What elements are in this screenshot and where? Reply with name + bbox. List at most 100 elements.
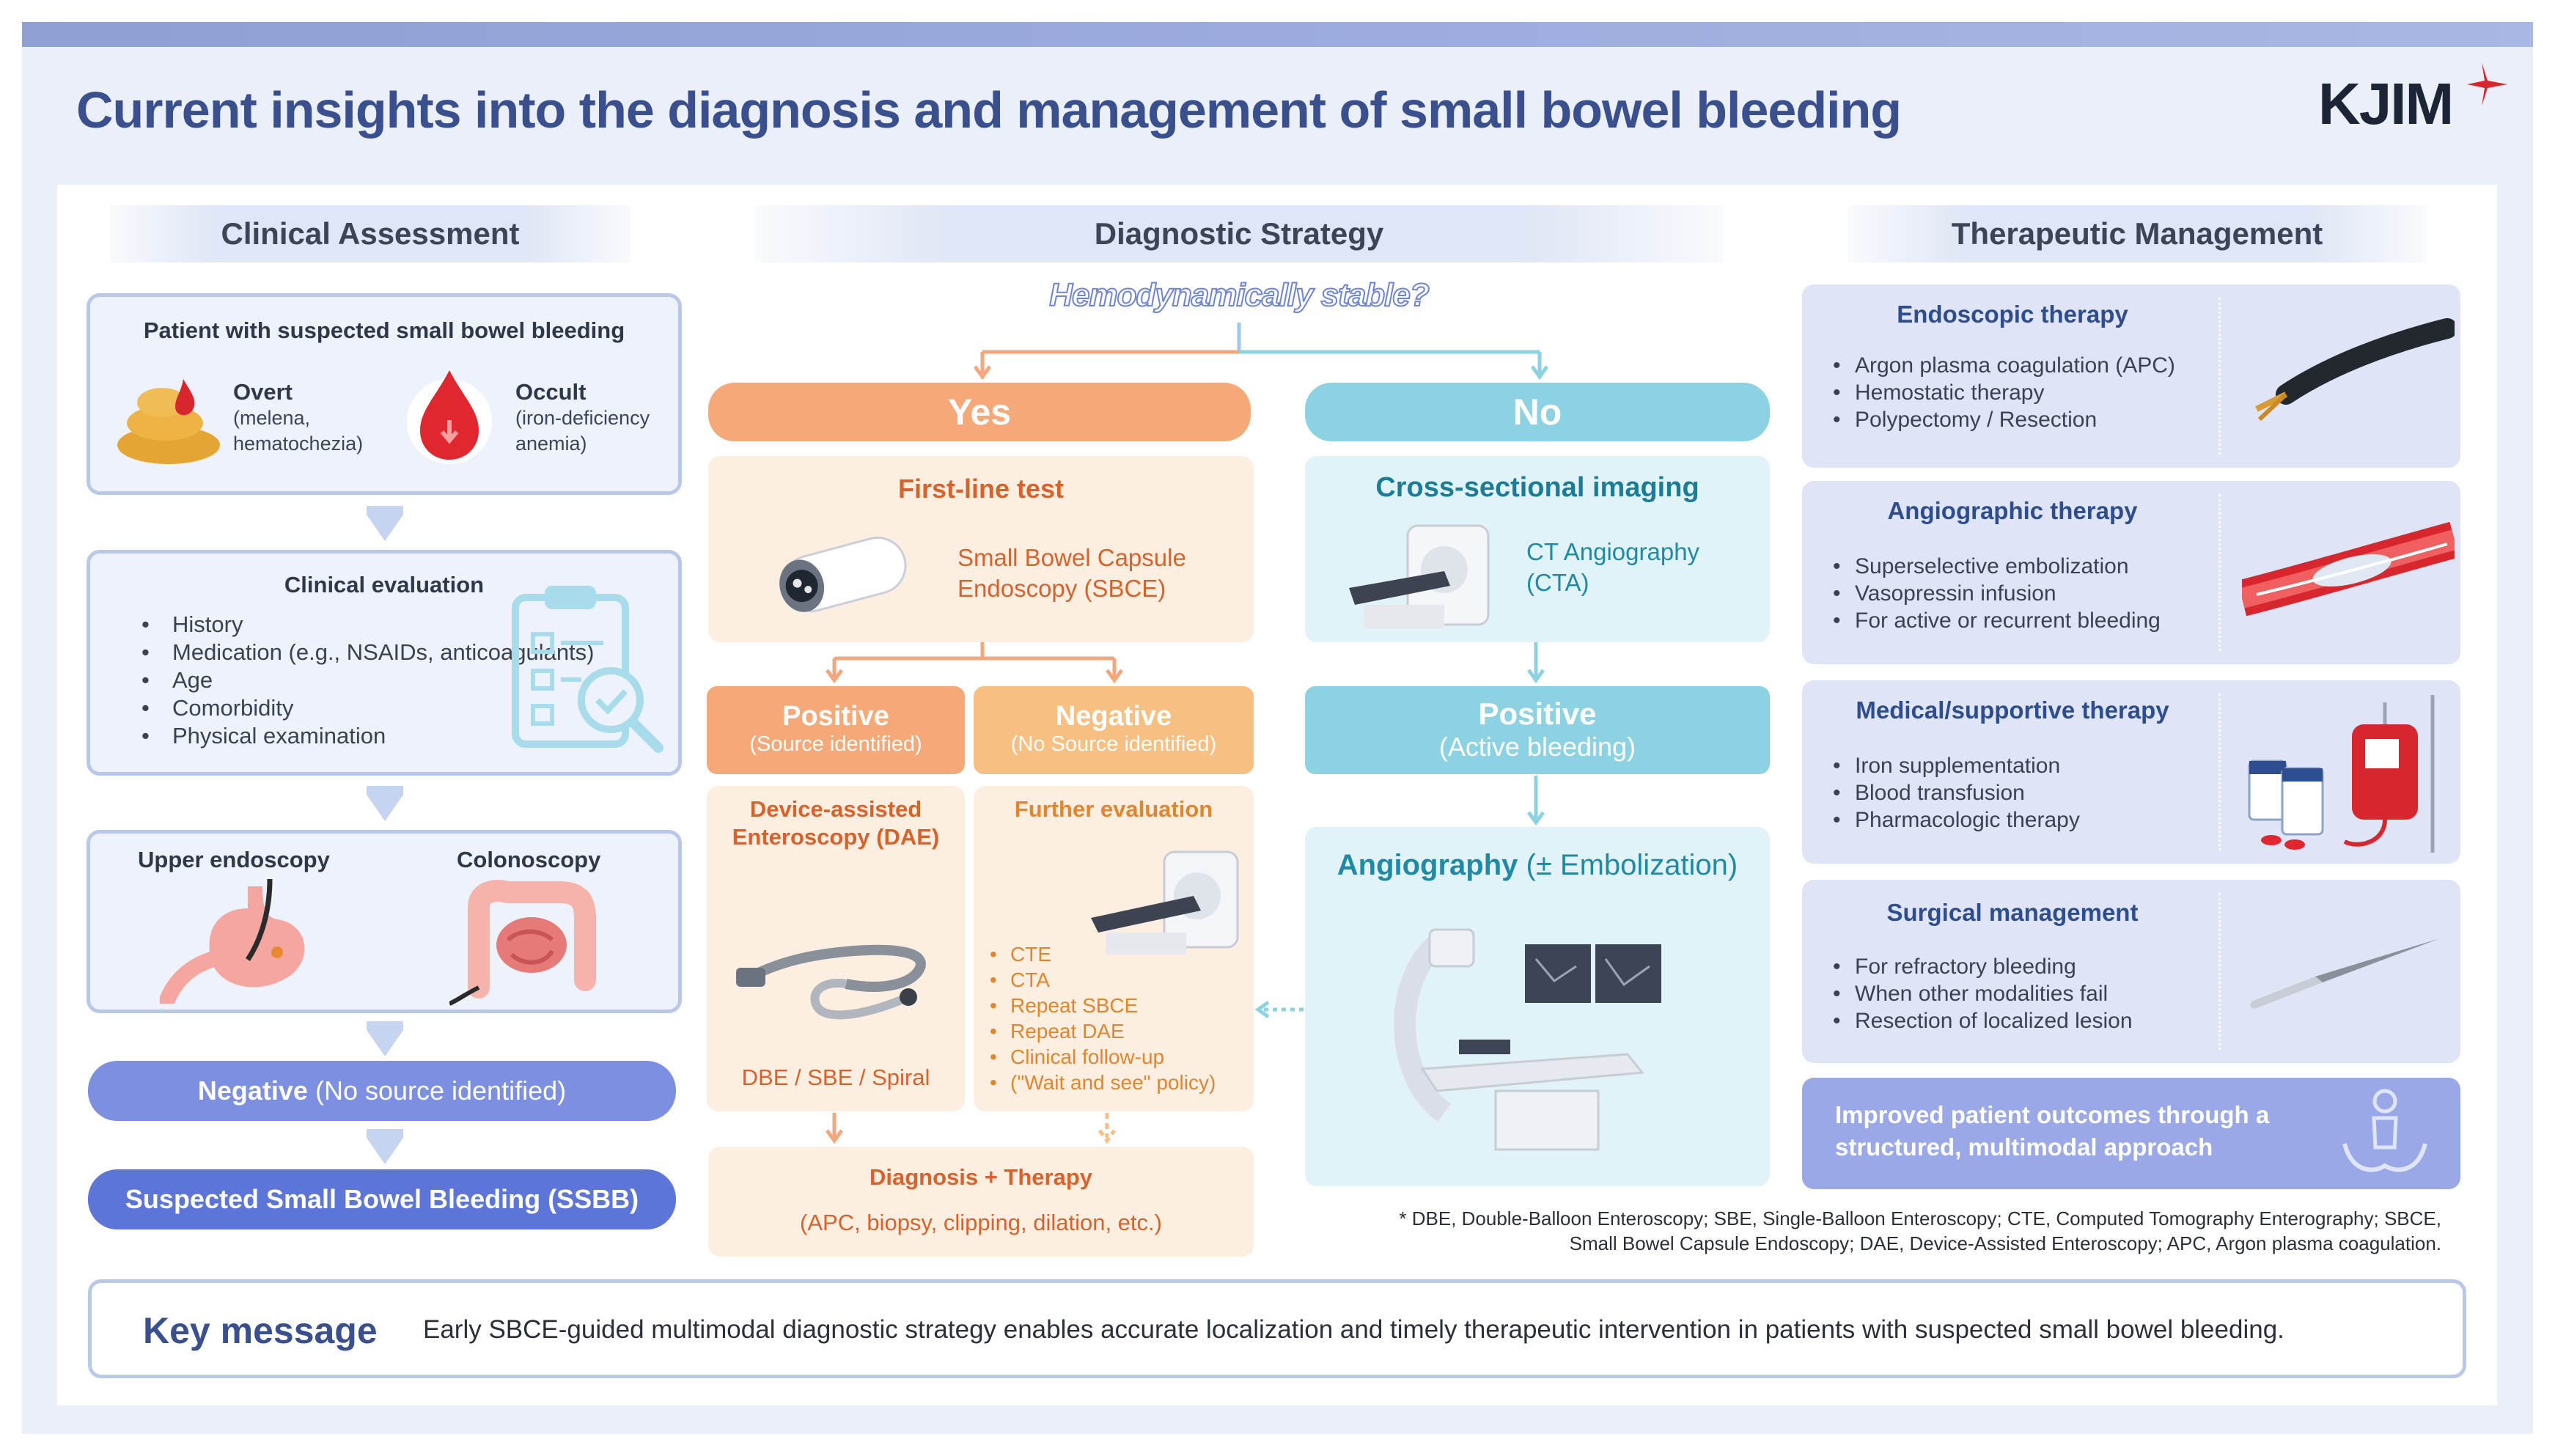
card-divider [2218, 494, 2221, 651]
arrow-down-icon [367, 1129, 403, 1164]
arrow-down-icon [367, 1021, 403, 1056]
list-item: Superselective embolization [1833, 553, 2161, 580]
enteroscope-icon [736, 944, 926, 1020]
therapy-card-title: Angiographic therapy [1887, 497, 2138, 524]
journal-logo: KJIM [2318, 71, 2454, 136]
sbce-line-1: Small Bowel Capsule [957, 544, 1186, 571]
arrow-down-icon [367, 506, 403, 541]
list-item: When other modalities fail [1833, 980, 2133, 1007]
dae-box: Device-assisted Enteroscopy (DAE) DBE / … [707, 786, 965, 1111]
therapy-card-list: Superselective embolization Vasopressin … [1833, 553, 2161, 634]
occult-label: Occult [515, 379, 587, 405]
dashed-arrow-left-icon [1255, 1000, 1304, 1019]
negative-source-sub: (No Source identified) [1010, 732, 1217, 756]
ssbb-pill: Suspected Small Bowel Bleeding (SSBB) [88, 1169, 676, 1229]
therapy-card-list: Iron supplementation Blood transfusion P… [1833, 752, 2080, 834]
colon-icon [449, 880, 596, 1006]
positive-active-box: Positive (Active bleeding) [1305, 686, 1770, 774]
yes-branch-header: Yes [708, 383, 1251, 441]
positive-source-box: Positive (Source identified) [707, 686, 965, 774]
arrow-down-icon [1526, 776, 1545, 826]
list-item: For refractory bleeding [1833, 953, 2133, 980]
clinical-evaluation-title: Clinical evaluation [284, 572, 485, 598]
therapy-card-title: Surgical management [1886, 899, 2139, 926]
patient-panel-title: Patient with suspected small bowel bleed… [143, 317, 625, 343]
further-evaluation-title: Further evaluation [1014, 796, 1213, 822]
branch-connector [973, 323, 1549, 380]
arrow-down-icon [1526, 642, 1545, 684]
negative-result-pill: Negative (No source identified) [88, 1061, 676, 1121]
overt-label: Overt [233, 379, 293, 405]
dae-title-2: Enteroscopy (DAE) [732, 824, 940, 850]
therapy-card-list: Argon plasma coagulation (APC) Hemostati… [1833, 352, 2175, 433]
endoscopy-panel: Upper endoscopy Colonoscopy [87, 830, 682, 1013]
diagnosis-therapy-box: Diagnosis + Therapy (APC, biopsy, clippi… [708, 1147, 1254, 1257]
list-item: Resection of localized lesion [1833, 1007, 2133, 1034]
column-header-clinical: Clinical Assessment [110, 205, 631, 262]
colonoscopy-label: Colonoscopy [457, 847, 601, 872]
card-divider [2218, 694, 2221, 850]
list-item: Argon plasma coagulation (APC) [1833, 352, 2175, 379]
list-item: CTA [990, 967, 1216, 993]
list-item: Repeat SBCE [990, 993, 1216, 1018]
list-item: Clinical follow-up [990, 1044, 1216, 1070]
column-header-diagnostic: Diagnostic Strategy [755, 205, 1723, 262]
list-item: History [141, 611, 595, 639]
cta-line-1: CT Angiography [1526, 538, 1700, 565]
negative-source-box: Negative (No Source identified) [974, 686, 1254, 774]
negative-source-title: Negative [1055, 701, 1172, 732]
therapy-card-title: Endoscopic therapy [1897, 301, 2128, 328]
first-line-test-title: First-line test [897, 474, 1065, 504]
ct-scanner-icon [1349, 524, 1490, 628]
list-item: Physical examination [141, 722, 595, 750]
list-item: Vasopressin infusion [1833, 580, 2161, 607]
positive-active-title: Positive [1478, 696, 1597, 731]
top-accent-bar [22, 22, 2533, 47]
page-title: Current insights into the diagnosis and … [76, 81, 1902, 139]
therapy-card-title: Medical/supportive therapy [1856, 696, 2169, 724]
endoscope-tip-icon [2255, 318, 2455, 422]
overt-detail-1: (melena, [233, 407, 311, 429]
positive-source-sub: (Source identified) [749, 732, 922, 756]
list-item: Hemostatic therapy [1833, 379, 2175, 406]
angiography-box: Angiography (± Embolization) [1305, 827, 1770, 1186]
further-evaluation-list: CTE CTA Repeat SBCE Repeat DAE Clinical … [990, 941, 1216, 1095]
list-item: CTE [990, 941, 1216, 967]
footnote-line-1: * DBE, Double-Balloon Enteroscopy; SBE, … [1399, 1207, 2441, 1229]
iron-pills-blood-bag-icon [2248, 695, 2435, 853]
split-connector [825, 642, 1124, 683]
first-line-test-box: First-line test Small Bowel Capsule Endo… [708, 456, 1254, 642]
column-header-therapeutic: Therapeutic Management [1848, 205, 2427, 262]
sbce-line-2: Endoscopy (SBCE) [957, 575, 1166, 602]
list-item: Comorbidity [141, 694, 595, 722]
upper-endoscopy-label: Upper endoscopy [138, 847, 330, 872]
list-item: Polypectomy / Resection [1833, 406, 2175, 433]
arrow-down-icon [367, 786, 403, 821]
outcome-line-1: Improved patient outcomes through a [1835, 1101, 2270, 1128]
outcome-line-2: structured, multimodal approach [1835, 1133, 2213, 1161]
cross-sectional-title: Cross-sectional imaging [1375, 472, 1699, 503]
patient-panel: Patient with suspected small bowel bleed… [87, 293, 682, 495]
list-item: Age [141, 666, 595, 694]
positive-source-title: Positive [782, 701, 889, 732]
footnote: * DBE, Double-Balloon Enteroscopy; SBE, … [1290, 1206, 2441, 1256]
person-care-icon [2342, 1089, 2427, 1172]
occult-detail-1: (iron-deficiency [515, 407, 650, 429]
cross-sectional-box: Cross-sectional imaging CT Angiography (… [1305, 456, 1770, 642]
positive-active-sub: (Active bleeding) [1438, 732, 1636, 762]
list-item: For active or recurrent bleeding [1833, 607, 2161, 634]
logo-star-icon [2467, 62, 2507, 106]
cta-line-2: (CTA) [1526, 569, 1589, 596]
therapy-card-endoscopic: Endoscopic therapy Argon plasma coagulat… [1802, 284, 2460, 468]
blood-vessel-catheter-icon [2242, 521, 2455, 617]
no-branch-header: No [1305, 383, 1770, 441]
therapy-card-list: For refractory bleeding When other modal… [1833, 953, 2133, 1034]
therapy-card-medical: Medical/supportive therapy Iron suppleme… [1802, 680, 2460, 864]
angiography-detail: (± Embolization) [1518, 849, 1738, 881]
negative-result-bold: Negative [197, 1076, 308, 1106]
capsule-endoscope-icon [779, 536, 907, 613]
key-message-text: Early SBCE-guided multimodal diagnostic … [423, 1315, 2284, 1344]
list-item: ("Wait and see" policy) [990, 1070, 1216, 1095]
angiography-title: Angiography (± Embolization) [1305, 849, 1770, 882]
card-divider [2218, 893, 2221, 1050]
